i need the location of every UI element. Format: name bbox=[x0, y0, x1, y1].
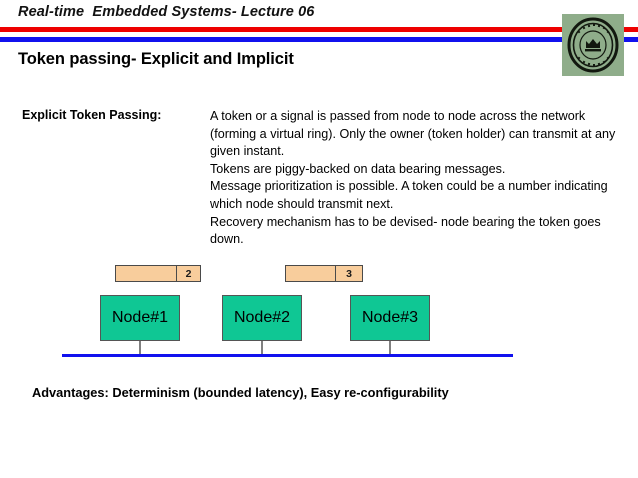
node-bus-stub-2 bbox=[261, 341, 263, 357]
token-payload-segment bbox=[116, 266, 177, 281]
body-paragraph: Message prioritization is possible. A to… bbox=[210, 179, 608, 211]
token-payload-segment bbox=[286, 266, 336, 281]
course-header-title: Real-time Embedded Systems- Lecture 06 bbox=[18, 4, 315, 20]
advantages-note: Advantages: Determinism (bounded latency… bbox=[32, 385, 449, 400]
node-bus-stub-3 bbox=[389, 341, 391, 357]
page-title: Token passing- Explicit and Implicit bbox=[18, 50, 294, 68]
node-bus-stub-1 bbox=[139, 341, 141, 357]
body-text-block: A token or a signal is passed from node … bbox=[210, 108, 628, 249]
token-id-segment: 2 bbox=[185, 267, 192, 280]
node-box-1: Node#1 bbox=[100, 295, 180, 341]
header-red-rule bbox=[0, 27, 638, 32]
header-blue-rule bbox=[0, 37, 638, 42]
token-frame-1: 2 bbox=[115, 265, 201, 282]
body-paragraph: A token or a signal is passed from node … bbox=[210, 109, 616, 159]
shared-bus-line bbox=[62, 354, 513, 357]
node-box-3: Node#3 bbox=[350, 295, 430, 341]
node-box-2: Node#2 bbox=[222, 295, 302, 341]
explicit-token-passing-label: Explicit Token Passing: bbox=[22, 108, 162, 122]
body-paragraph: Recovery mechanism has to be devised- no… bbox=[210, 214, 601, 247]
body-paragraph: Tokens are piggy-backed on data bearing … bbox=[210, 161, 506, 176]
university-seal-icon bbox=[562, 14, 624, 76]
token-id-segment: 3 bbox=[346, 267, 352, 280]
token-frame-2: 3 bbox=[285, 265, 363, 282]
